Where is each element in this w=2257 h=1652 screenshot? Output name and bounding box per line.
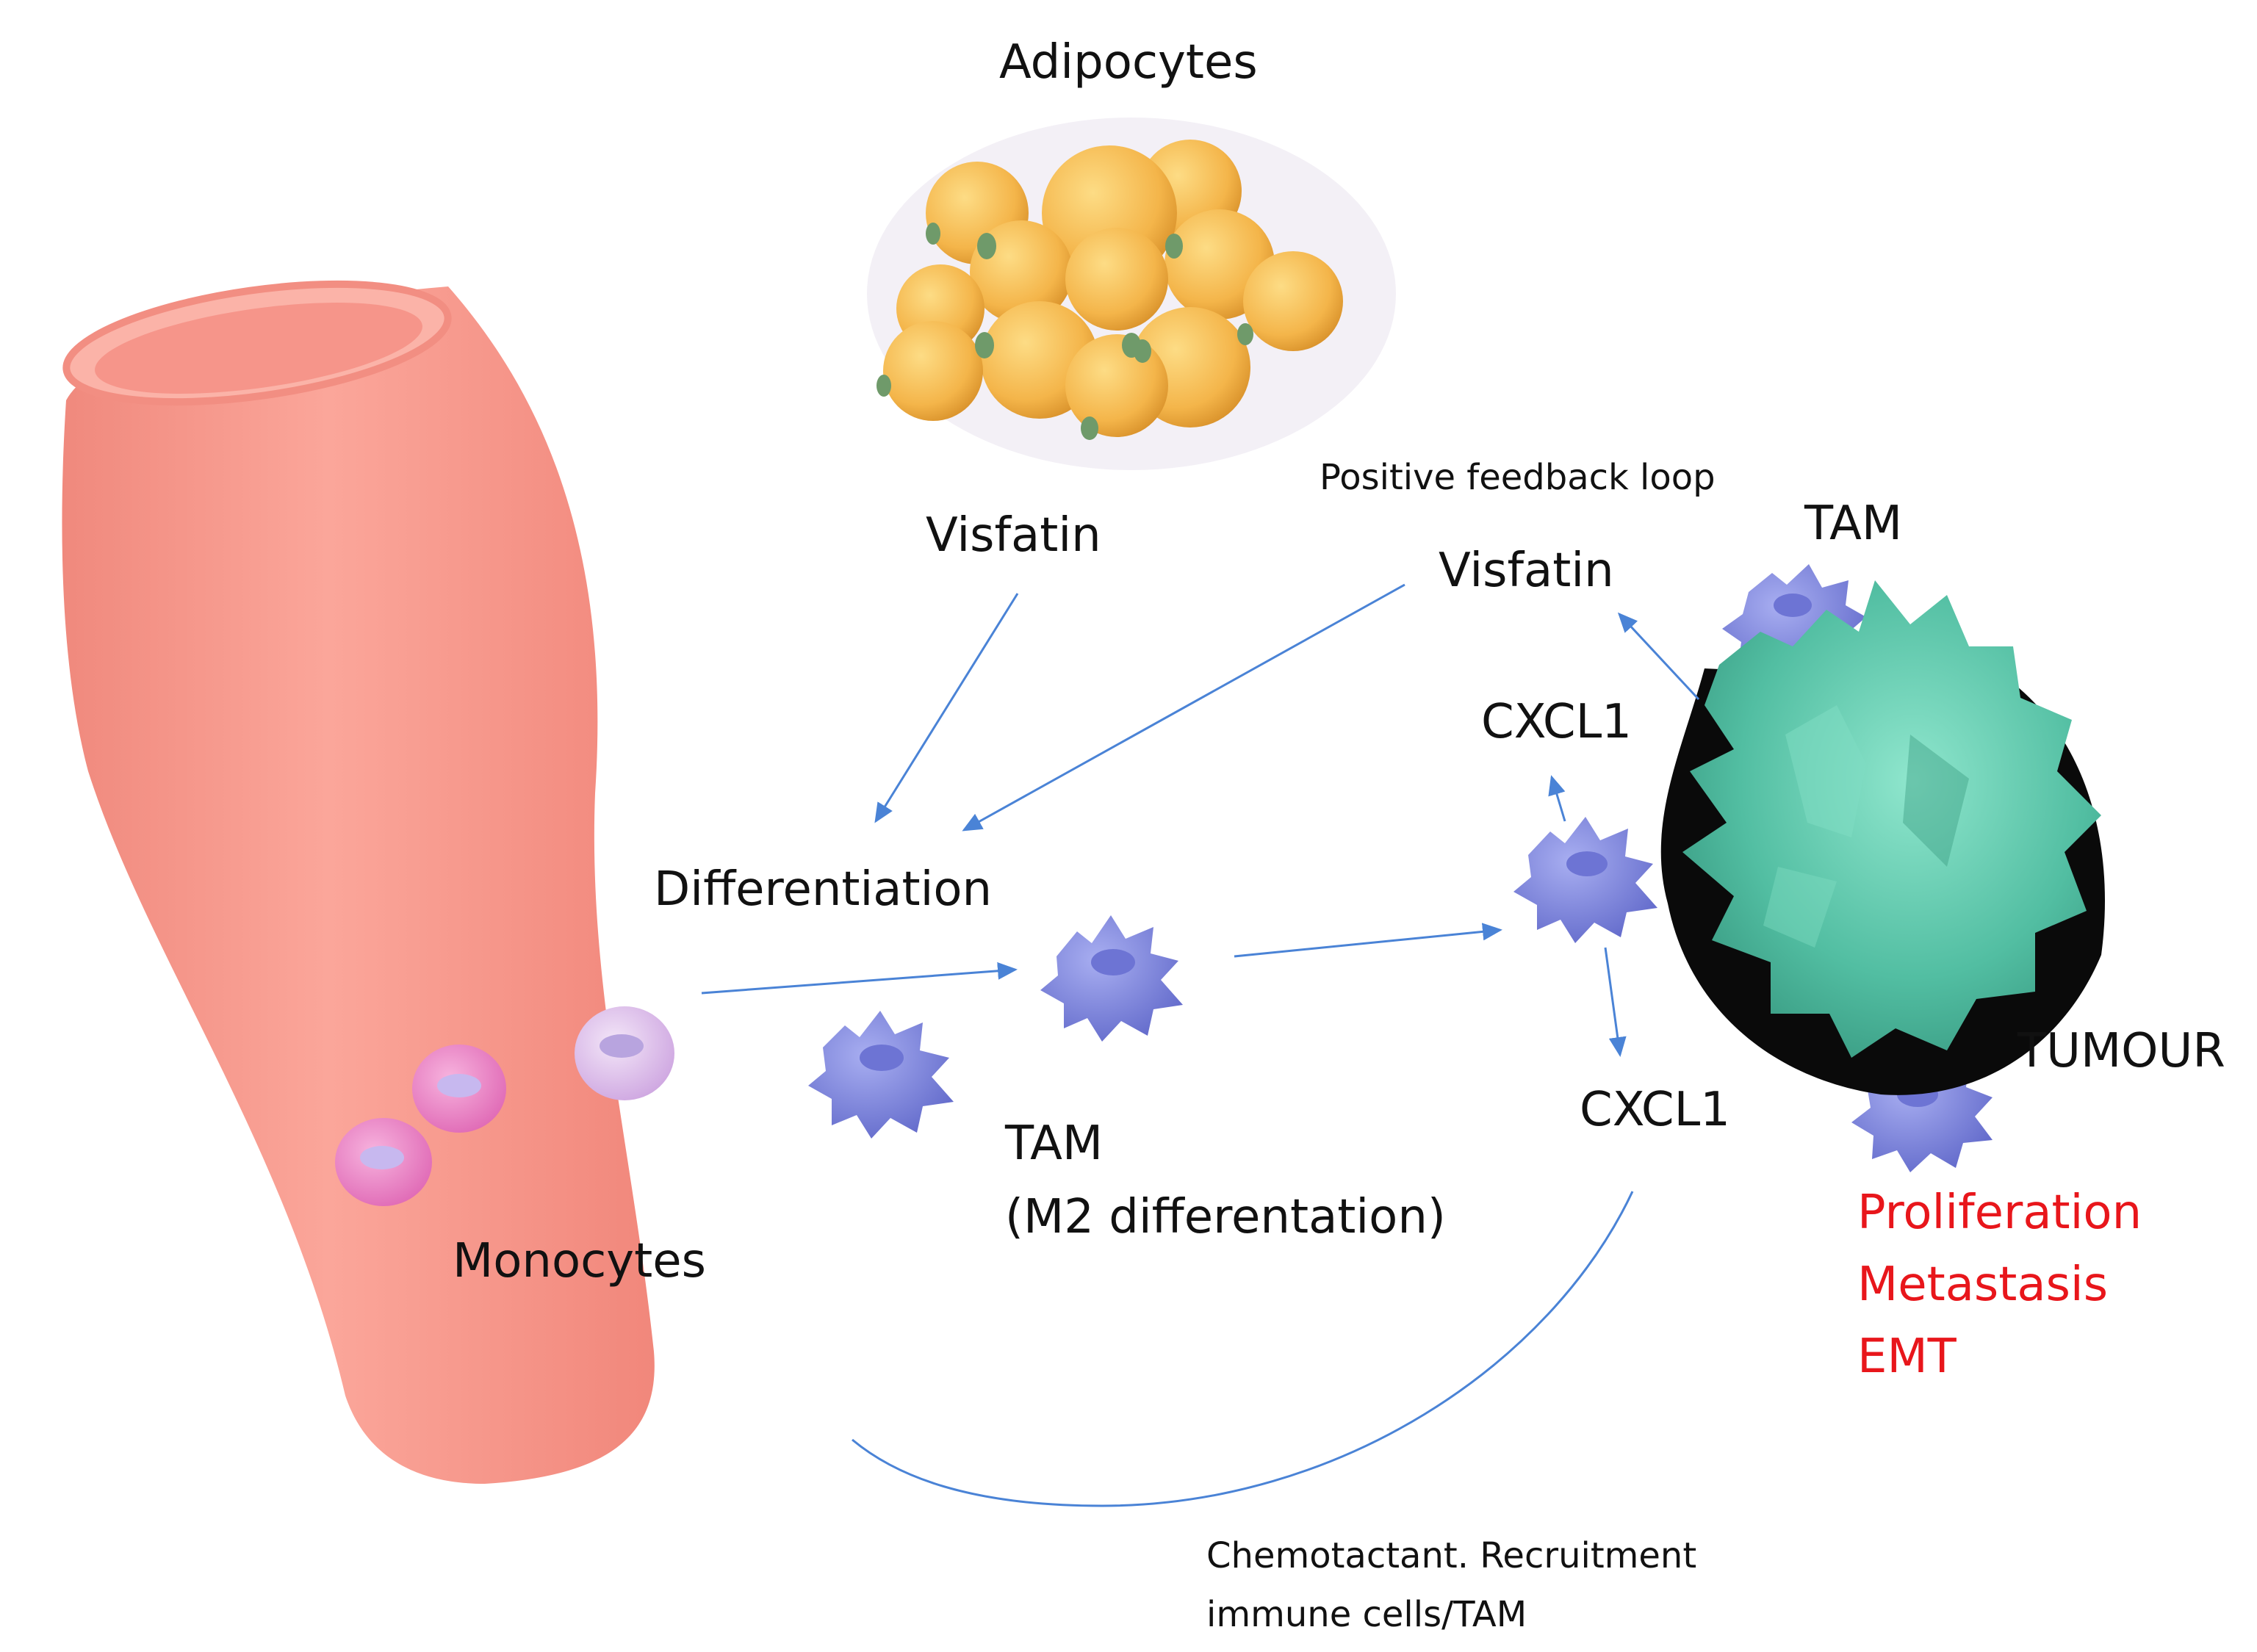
arrow-loop-visfatin-to-differentiation [962,583,1405,832]
label-monocytes: Monocytes [453,1234,706,1288]
arrow-tam-to-cxcl1-top [1548,775,1566,822]
blood-vessel [62,280,655,1484]
label-chemotactant-line1: Chemotactant. Recruitment [1206,1535,1697,1576]
label-visfatin-loop: Visfatin [1439,544,1614,598]
label-m2-differentiation: (M2 differentation) [1005,1190,1446,1244]
pathway-arrows [701,583,1700,1507]
adipocytes-cluster [867,118,1396,470]
label-tam-top: TAM [1804,497,1903,551]
label-cxcl1-top: CXCL1 [1481,695,1632,749]
label-cxcl1-bottom: CXCL1 [1580,1083,1730,1137]
label-tumour: TUMOUR [2017,1024,2225,1078]
arrow-monocyte-to-tam [701,962,1018,995]
arrow-tam-to-tam [1234,923,1502,958]
arrow-visfatin-to-differentiation [874,593,1019,823]
arrow-tam-to-cxcl1-bottom [1604,947,1627,1057]
outcome-proliferation: Proliferation [1857,1186,2142,1240]
label-chemotactant-line2: immune cells/TAM [1206,1594,1527,1635]
arrow-chemotactant-curve [852,1191,1634,1507]
label-positive-feedback-loop: Positive feedback loop [1320,457,1716,498]
outcome-emt: EMT [1857,1330,1957,1384]
arrow-tumour-to-visfatin [1617,612,1700,701]
label-differentiation: Differentiation [654,862,993,917]
outcome-metastasis: Metastasis [1857,1258,2109,1312]
monocyte-cells [335,1006,674,1206]
label-tam-main: TAM [1005,1117,1104,1171]
label-visfatin-top: Visfatin [926,508,1101,563]
tumour-mass [1660,580,2105,1095]
label-adipocytes: Adipocytes [999,35,1258,90]
